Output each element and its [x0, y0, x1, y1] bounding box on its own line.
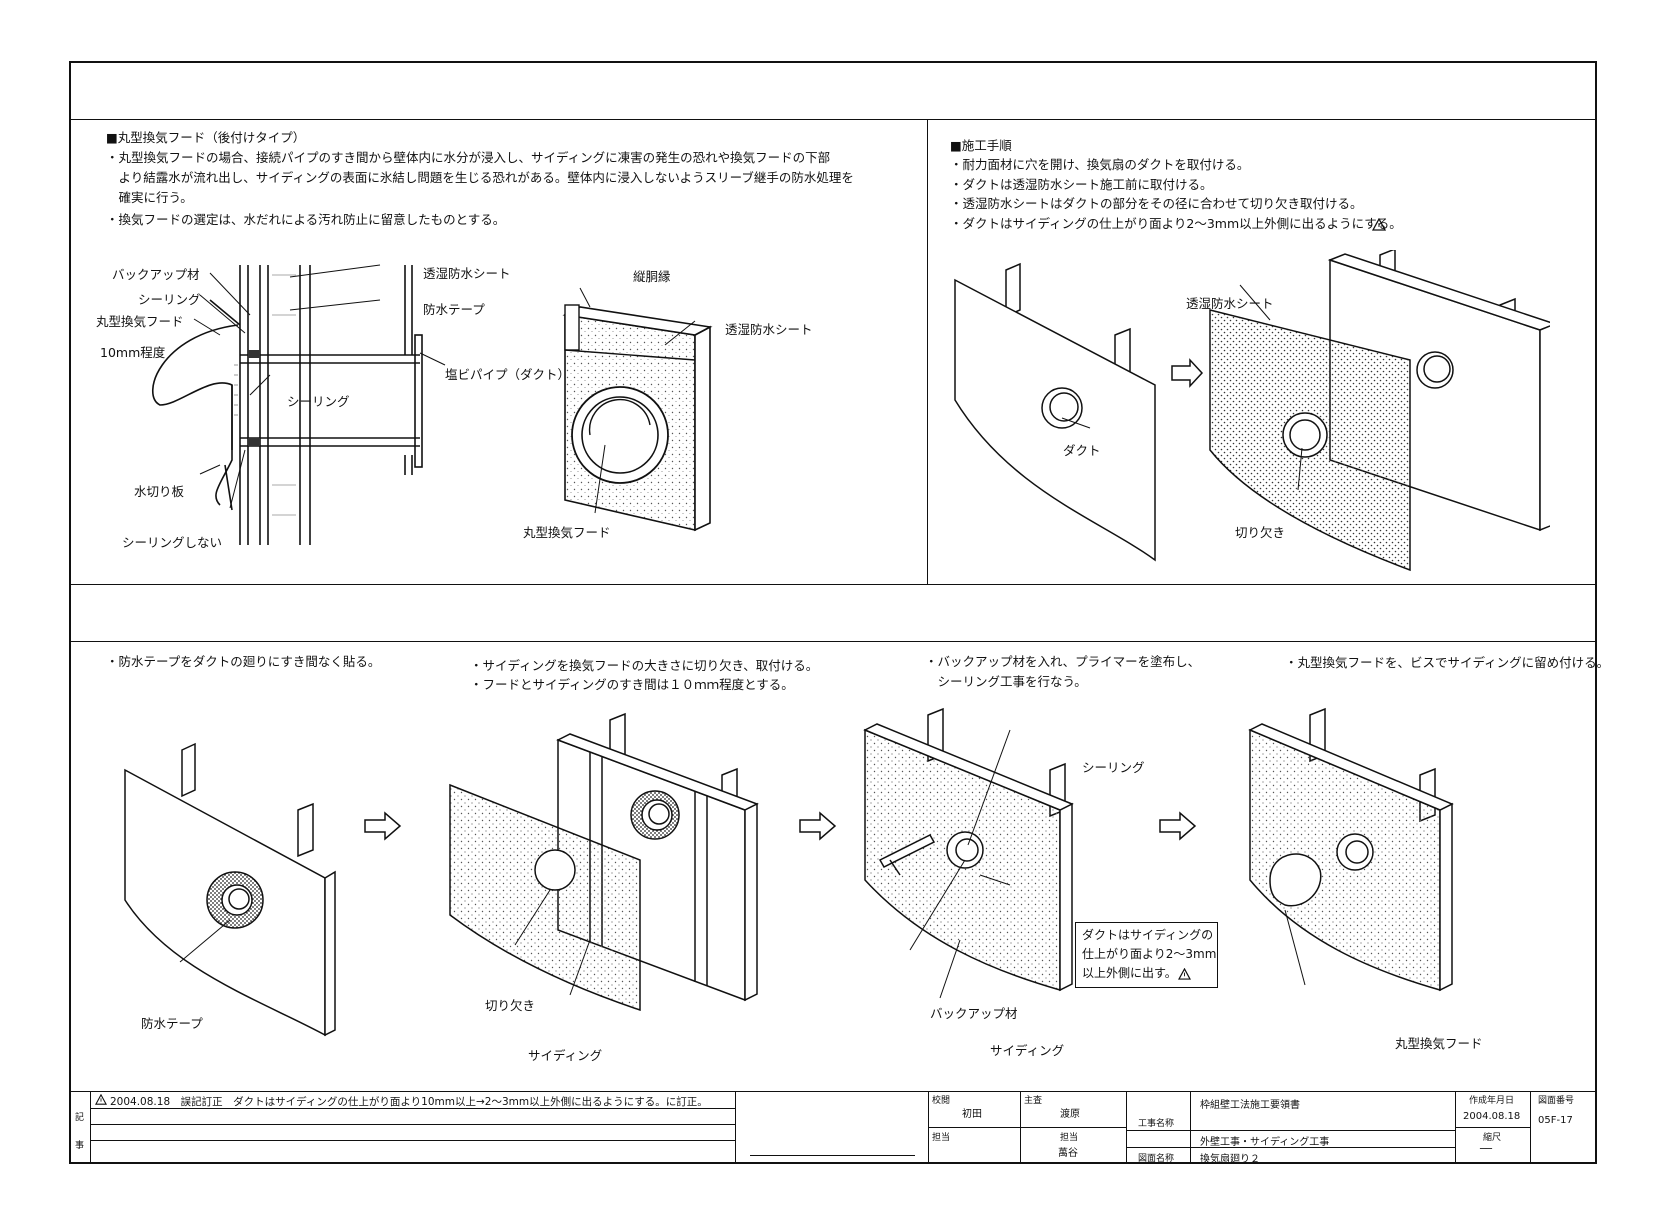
tb-v6: [1190, 1091, 1191, 1164]
tb-h5: [1126, 1130, 1455, 1131]
charge-name: 萬谷: [1058, 1148, 1078, 1159]
tb-h2: [90, 1124, 735, 1125]
label-duct: ダクト: [1063, 443, 1101, 458]
date-label: 作成年月日: [1469, 1096, 1515, 1106]
label-hood-step4: 丸型換気フード: [1395, 1036, 1483, 1051]
sec1-line-4: ・換気フードの選定は、水だれによる汚れ防止に留意したものとする。: [106, 212, 506, 227]
sec2-line-4: ・ダクトはサイディングの仕上がり面より2～3mm以上外側に出るようにする。: [950, 216, 1402, 231]
sec1-line-1: ・丸型換気フードの場合、接続パイプのすき間から壁体内に水分が浸入し、サイディング…: [106, 150, 831, 165]
hood-section-drawing: [151, 264, 446, 545]
tb-v8: [1530, 1091, 1531, 1164]
sec1-line-2: より結露水が流れ出し、サイディングの表面に氷結し問題を生じる恐れがある。壁体内に…: [106, 170, 854, 185]
step2-text-1: ・サイディングを換気フードの大きさに切り欠き、取付ける。: [470, 658, 819, 673]
tb-h4: [928, 1127, 1126, 1128]
step1-text-1: ・防水テープをダクトの廻りにすき間なく貼る。: [106, 654, 381, 669]
sec2-line-3: ・透湿防水シートはダクトの部分をその径に合わせて切り欠き取付ける。: [950, 196, 1363, 211]
label-no-sealing: シーリングしない: [122, 535, 223, 550]
sec2-line-2: ・ダクトは透湿防水シート施工前に取付ける。: [950, 177, 1213, 192]
tb-h7: [1455, 1127, 1530, 1128]
scale-label: 縮尺: [1483, 1133, 1502, 1143]
col-divider-top: [927, 119, 928, 584]
charge-label: 担当: [932, 1133, 951, 1143]
drawing-label: 図面名称: [1138, 1154, 1175, 1164]
label-sealing-2: シーリング: [287, 394, 350, 409]
note-box-duct: ダクトはサイディングの 仕上がり面より2～3mm 以上外側に出す。: [1075, 922, 1218, 988]
label-round-hood-2: 丸型換気フード: [523, 525, 611, 540]
tb-v1: [90, 1091, 91, 1164]
tb-h1: [90, 1108, 735, 1109]
project-name-1: 枠組壁工法施工要領書: [1200, 1100, 1300, 1111]
procedure-drawing: [954, 250, 1550, 572]
note-line-1: ダクトはサイディングの: [1082, 928, 1214, 942]
tb-v5: [1126, 1091, 1127, 1164]
lead-name: 渡原: [1060, 1109, 1080, 1120]
label-drip-plate: 水切り板: [134, 484, 185, 499]
label-backup-material: バックアップ材: [112, 267, 200, 282]
warning-icon: [1372, 218, 1386, 231]
sec1-line-3: 確実に行う。: [106, 190, 193, 205]
drawing-name: 換気扇廻り２: [1200, 1154, 1260, 1165]
sec2-title: ■施工手順: [950, 138, 1012, 153]
label-siding-step2: サイディング: [528, 1048, 603, 1063]
label-furring-strip: 縦胴縁: [633, 269, 671, 284]
label-tape-1: 防水テープ: [423, 302, 485, 317]
project-label: 工事名称: [1138, 1119, 1175, 1129]
label-round-hood: 丸型換気フード: [96, 314, 184, 329]
title-block-top: [69, 1091, 1597, 1092]
project-name-2: 外壁工事・サイディング工事: [1200, 1137, 1330, 1148]
lead-label: 主査: [1024, 1096, 1043, 1106]
label-tape-step1: 防水テープ: [141, 1016, 203, 1031]
check-label: 校閲: [932, 1096, 951, 1106]
warning-icon-revision: [95, 1094, 107, 1105]
label-siding-step3: サイディング: [990, 1043, 1065, 1058]
label-pvc-pipe: 塩ビパイプ（ダクト）: [445, 367, 571, 382]
date-value: 2004.08.18: [1463, 1111, 1521, 1122]
row-divider-mid: [69, 641, 1597, 642]
sec2-line-1: ・耐力面材に穴を開け、換気扇のダクトを取付ける。: [950, 157, 1250, 172]
check-name: 初田: [962, 1109, 982, 1120]
label-sealing-step3: シーリング: [1082, 760, 1145, 775]
label-sheet-2: 透湿防水シート: [725, 322, 813, 337]
label-backup-step3: バックアップ材: [930, 1006, 1018, 1021]
label-sheet-3: 透湿防水シート: [1186, 296, 1274, 311]
label-gap-10mm: 10mm程度: [100, 345, 166, 360]
steps-drawing: [124, 707, 1454, 1037]
step2-text-2: ・フードとサイディングのすき間は１０ｍｍ程度とする。: [470, 677, 794, 692]
hood-isometric-drawing: [562, 287, 713, 532]
label-sheet-1: 透湿防水シート: [423, 266, 511, 281]
number-label: 図面番号: [1538, 1096, 1575, 1106]
step3-text-1: ・バックアップ材を入れ、プライマーを塗布し、: [925, 654, 1201, 669]
step4-text-1: ・丸型換気フードを、ビスでサイディングに留め付ける。: [1285, 655, 1610, 670]
note-line-3: 以上外側に出す。: [1082, 966, 1177, 980]
sec1-title: ■丸型換気フード（後付けタイプ）: [106, 130, 306, 145]
row-divider-top: [69, 584, 1597, 585]
tb-v2: [735, 1091, 736, 1164]
label-sealing-1: シーリング: [138, 292, 201, 307]
revision-label-2: 事: [75, 1141, 85, 1151]
step3-text-2: シーリング工事を行なう。: [925, 674, 1087, 689]
revision-label-1: 記: [75, 1113, 85, 1123]
warning-icon-note: [1178, 968, 1191, 980]
drawing-frame: [69, 61, 1597, 1164]
number-value: 05F-17: [1538, 1115, 1573, 1126]
label-notch-step2: 切り欠き: [485, 998, 536, 1013]
label-notch-1: 切り欠き: [1235, 525, 1286, 540]
note-line-2: 仕上がり面より2～3mm: [1082, 947, 1217, 961]
tb-h6: [1126, 1147, 1455, 1148]
tb-stamp-line: [750, 1155, 915, 1156]
tb-h3: [90, 1140, 735, 1141]
header-divider: [69, 119, 1597, 120]
revision-note: 2004.08.18 誤記訂正 ダクトはサイディングの仕上がり面より10mm以上…: [110, 1096, 708, 1108]
charge-label-2: 担当: [1060, 1133, 1079, 1143]
scale-value: ──: [1480, 1144, 1493, 1155]
